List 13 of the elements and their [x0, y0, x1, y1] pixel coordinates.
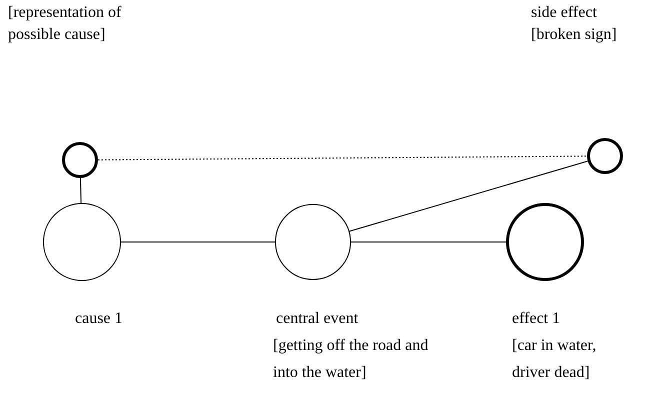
node-caption: central event — [276, 309, 360, 329]
dotted-line — [98, 156, 588, 160]
event-circle — [587, 138, 623, 174]
connector-line — [80, 178, 82, 204]
node-caption: [getting off the road and into the water] — [273, 336, 430, 383]
annotation-text: [representation of possible cause] — [8, 3, 122, 45]
connector-line — [348, 160, 588, 232]
node-caption: effect 1 — [512, 309, 562, 329]
node-caption: [broken sign] — [531, 25, 618, 45]
node-caption: side effect — [531, 3, 598, 23]
event-circle — [62, 142, 98, 178]
node-caption: [car in water, driver dead] — [512, 336, 598, 383]
node-caption: cause 1 — [75, 309, 124, 329]
